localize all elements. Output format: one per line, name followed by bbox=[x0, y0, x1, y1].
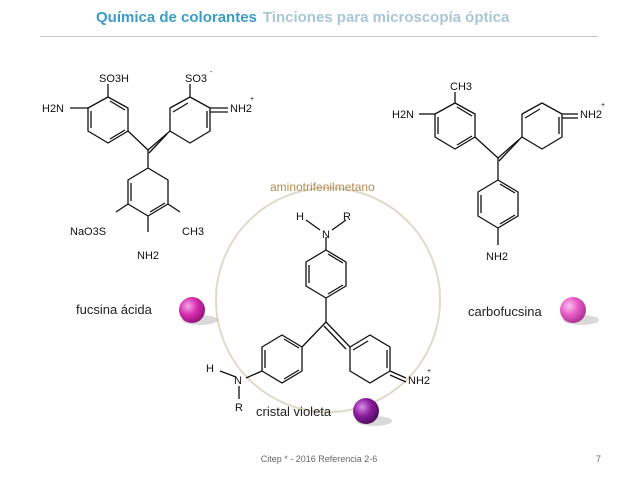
label-so3h: SO3H bbox=[99, 73, 129, 85]
title-main: Química de colorantes bbox=[96, 9, 257, 26]
ring-right-quinoid bbox=[521, 102, 563, 150]
label-nh2-plus-center: NH2 bbox=[408, 375, 430, 387]
carbofuchsin-dye-ball bbox=[560, 297, 586, 323]
aminotriphenylmethane-label: aminotrifenilmetano bbox=[270, 180, 375, 194]
label-nh2-plus-left: NH2 bbox=[230, 103, 252, 115]
ring-left bbox=[87, 96, 129, 144]
label-h-left: H bbox=[206, 363, 214, 375]
crystal-violet-structure bbox=[219, 219, 407, 399]
carbofuchsin-structure bbox=[419, 92, 578, 245]
footer-citation: Citep * - 2016 Referencia 2-6 bbox=[260, 454, 378, 464]
label-nh2-plus-right: NH2 bbox=[580, 109, 602, 121]
charge-plus: + bbox=[601, 102, 605, 109]
label-nh2-left-bottom: NH2 bbox=[137, 250, 159, 262]
title-subtitle: Tinciones para microscopía óptica bbox=[262, 9, 510, 26]
label-r-left: R bbox=[235, 402, 243, 414]
slide-header: Química de colorantes Tinciones para micr… bbox=[0, 0, 638, 36]
ring-left bbox=[261, 334, 303, 384]
crystal-violet-dye-ball bbox=[353, 398, 379, 424]
charge-minus: - bbox=[210, 69, 213, 76]
charge-plus: + bbox=[427, 368, 431, 375]
ring-right-quinoid bbox=[349, 334, 391, 384]
ring-bottom bbox=[127, 167, 169, 217]
ring-left bbox=[434, 102, 476, 150]
label-r-top: R bbox=[343, 211, 351, 223]
acid-fuchsin-label: fucsina ácida bbox=[76, 302, 152, 317]
label-n-left: N bbox=[234, 375, 242, 387]
page-number: 7 bbox=[595, 454, 601, 464]
ring-right-quinoid bbox=[169, 96, 211, 144]
label-h2n-right: H2N bbox=[392, 109, 414, 121]
label-ch3-right: CH3 bbox=[450, 81, 472, 93]
crystal-violet-label: cristal violeta bbox=[256, 404, 332, 419]
structure-atom-labels: SO3H SO3 - H2N NH2 + NaO3S CH3 NH2 CH3 H… bbox=[42, 69, 605, 414]
label-h-top: H bbox=[296, 211, 304, 223]
acid-fuchsin-dye-ball bbox=[179, 297, 205, 323]
acid-fuchsin-structure bbox=[70, 84, 228, 232]
charge-plus: + bbox=[250, 96, 254, 103]
ring-bottom bbox=[477, 179, 519, 229]
header-divider bbox=[40, 36, 598, 37]
label-ch3-left: CH3 bbox=[182, 226, 204, 238]
ring-top bbox=[305, 249, 347, 299]
carbofuchsin-label: carbofucsina bbox=[468, 304, 542, 319]
slide-title: Química de colorantes Tinciones para micr… bbox=[96, 9, 509, 26]
label-nh2-right-bottom: NH2 bbox=[486, 251, 508, 263]
label-n-top: N bbox=[322, 229, 330, 241]
label-so3: SO3 bbox=[185, 73, 207, 85]
highlight-circle bbox=[215, 187, 441, 413]
label-nao3s: NaO3S bbox=[70, 226, 106, 238]
label-h2n-left: H2N bbox=[42, 103, 64, 115]
